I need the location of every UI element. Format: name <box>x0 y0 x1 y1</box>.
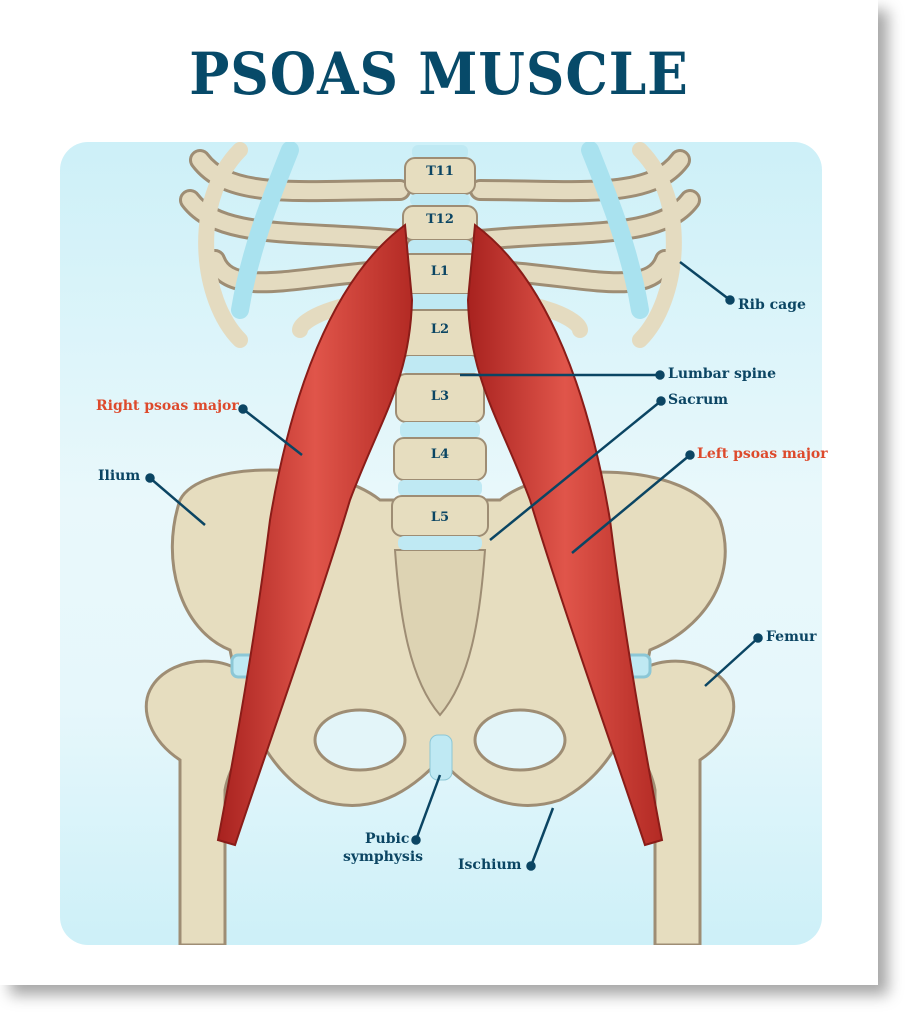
label-sacrum: Sacrum <box>668 392 729 408</box>
poster-card: PSOAS MUSCLE <box>60 40 828 945</box>
label-lumbar-spine: Lumbar spine <box>668 366 777 382</box>
vertebra-label-l2: L2 <box>430 322 450 337</box>
label-ilium: Ilium <box>98 468 141 484</box>
vertebra-label-l3: L3 <box>430 389 450 404</box>
label-ischium: Ischium <box>458 857 522 873</box>
label-femur: Femur <box>766 629 817 645</box>
femurs <box>144 653 736 945</box>
label-rib-cage: Rib cage <box>738 297 806 313</box>
vertebra-label-l1: L1 <box>430 264 450 279</box>
label-pubic-symphysis-line2: symphysis <box>343 849 424 865</box>
vertebra-label-l5: L5 <box>430 510 450 525</box>
label-left-psoas-major: Left psoas major <box>697 446 828 462</box>
vertebra-label-l4: L4 <box>430 447 450 462</box>
page-title: PSOAS MUSCLE <box>189 40 689 108</box>
spine <box>391 145 489 550</box>
label-right-psoas-major: Right psoas major <box>96 398 239 414</box>
left-psoas-major <box>466 223 664 847</box>
anatomy-illustration <box>144 142 763 945</box>
vertebra-label-t12: T12 <box>426 212 454 227</box>
vertebra-label-t11: T11 <box>426 164 454 179</box>
right-psoas-major <box>216 223 414 847</box>
label-pubic-symphysis-line1: Pubic <box>365 831 410 847</box>
